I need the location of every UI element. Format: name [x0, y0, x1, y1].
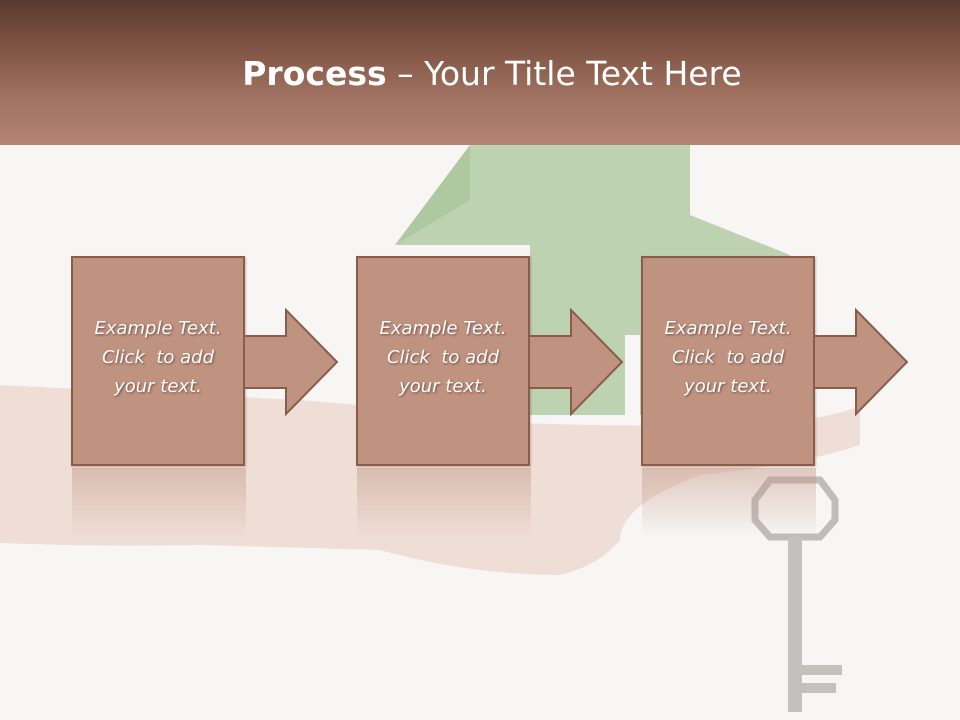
step-2-line-3: your text. [399, 375, 487, 397]
title-banner [0, 0, 960, 145]
step-1-line-3: your text. [114, 375, 202, 397]
slide-title[interactable]: Process – Your Title Text Here [0, 52, 960, 96]
step-3-text[interactable]: Example Text. Click to add your text. [658, 314, 797, 401]
step-1-arrow [245, 308, 339, 416]
step-2-line-2: Click to add [386, 346, 499, 368]
step-2-reflection [357, 468, 531, 538]
step-3-line-3: your text. [684, 375, 772, 397]
step-1-line-2: Click to add [101, 346, 214, 368]
step-1-text[interactable]: Example Text. Click to add your text. [88, 314, 227, 401]
step-3-reflection [642, 468, 816, 538]
step-1-box[interactable]: Example Text. Click to add your text. [71, 256, 245, 466]
title-bold-text: Process [242, 54, 387, 93]
step-3-arrow [815, 308, 909, 416]
step-3-box[interactable]: Example Text. Click to add your text. [641, 256, 815, 466]
title-rest-text: – Your Title Text Here [386, 54, 742, 93]
step-2-text[interactable]: Example Text. Click to add your text. [373, 314, 512, 401]
step-3-line-1: Example Text. [664, 317, 792, 339]
step-3-line-2: Click to add [671, 346, 784, 368]
step-2-line-1: Example Text. [379, 317, 507, 339]
step-2-arrow [530, 308, 624, 416]
step-1-line-1: Example Text. [94, 317, 222, 339]
step-1-reflection [72, 468, 246, 538]
step-2-box[interactable]: Example Text. Click to add your text. [356, 256, 530, 466]
